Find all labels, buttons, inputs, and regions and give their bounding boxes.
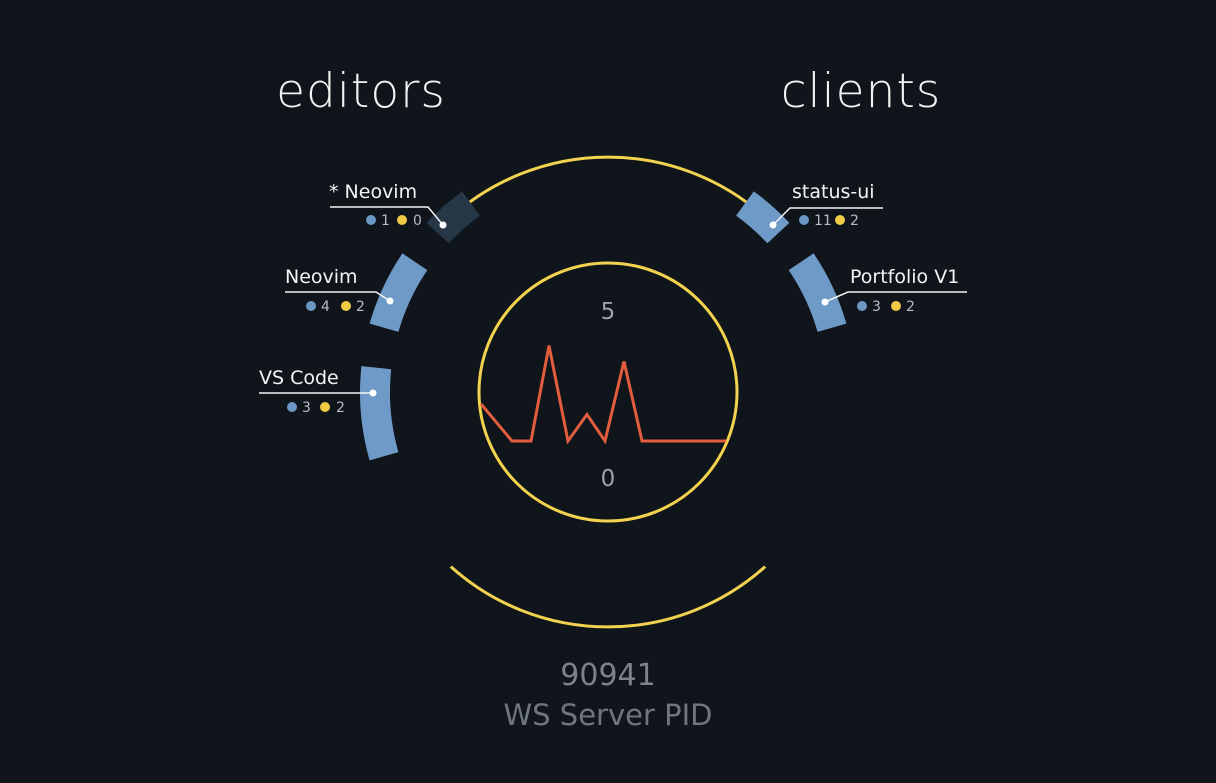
editor-leader-line	[285, 291, 391, 302]
editors-list: * Neovim 1 0 Neovim 4 2 VS Code 3 2	[259, 181, 480, 461]
client-blue-count: 11	[814, 213, 832, 229]
editor-name: VS Code	[259, 367, 339, 389]
clients-heading: clients	[781, 64, 942, 119]
outer-ring-top-arc	[449, 155, 767, 219]
client-yellow-count: 2	[850, 213, 859, 229]
client-anchor-dot	[769, 221, 777, 229]
gauge-ring	[477, 261, 739, 523]
client-name: status-ui	[792, 181, 875, 203]
editor-blue-count: 1	[381, 213, 390, 229]
client-leader-line	[772, 207, 883, 226]
client-name: Portfolio V1	[850, 266, 959, 288]
clients-list: status-ui 11 2 Portfolio V1 3 2	[736, 181, 967, 332]
blue-dot-icon	[857, 301, 867, 311]
activity-gauge: 5 0	[477, 261, 739, 523]
outer-ring-bottom-arc	[449, 565, 767, 629]
client-anchor-dot	[821, 298, 829, 306]
client-segment[interactable]	[788, 253, 847, 332]
yellow-dot-icon	[320, 402, 330, 412]
editor-anchor-dot	[439, 221, 447, 229]
client-segment[interactable]	[736, 191, 790, 244]
editor-segment[interactable]	[426, 191, 480, 244]
client-blue-count: 3	[872, 299, 881, 315]
client-item-portfolio-v1[interactable]: Portfolio V1 3 2	[788, 253, 967, 332]
editor-blue-count: 3	[302, 400, 311, 416]
client-leader-line	[824, 291, 967, 303]
blue-dot-icon	[366, 215, 376, 225]
editor-segment[interactable]	[369, 253, 428, 332]
client-item-status-ui[interactable]: status-ui 11 2	[736, 181, 883, 244]
editor-leader-line	[330, 206, 444, 226]
server-pid-label: WS Server PID	[504, 698, 713, 732]
client-yellow-count: 2	[906, 299, 915, 315]
blue-dot-icon	[287, 402, 297, 412]
editors-heading: editors	[276, 64, 446, 119]
server-pid-value: 90941	[560, 658, 655, 693]
editor-anchor-dot	[386, 297, 394, 305]
editor-item-neovim-selected[interactable]: * Neovim 1 0	[329, 181, 480, 244]
gauge-min-label: 0	[601, 466, 616, 492]
editor-name: * Neovim	[329, 181, 417, 203]
editor-blue-count: 4	[321, 299, 330, 315]
editor-item-vscode[interactable]: VS Code 3 2	[259, 366, 399, 461]
editor-yellow-count: 2	[356, 299, 365, 315]
yellow-dot-icon	[891, 301, 901, 311]
blue-dot-icon	[799, 215, 809, 225]
gauge-max-label: 5	[601, 299, 616, 325]
editor-yellow-count: 2	[336, 400, 345, 416]
editor-item-neovim[interactable]: Neovim 4 2	[285, 253, 428, 332]
editor-name: Neovim	[285, 266, 358, 288]
outer-ring	[449, 155, 767, 629]
editor-segment[interactable]	[360, 366, 399, 461]
yellow-dot-icon	[341, 301, 351, 311]
yellow-dot-icon	[397, 215, 407, 225]
editor-anchor-dot	[369, 389, 377, 397]
activity-sparkline	[479, 345, 726, 445]
blue-dot-icon	[306, 301, 316, 311]
editor-yellow-count: 0	[413, 213, 422, 229]
yellow-dot-icon	[835, 215, 845, 225]
